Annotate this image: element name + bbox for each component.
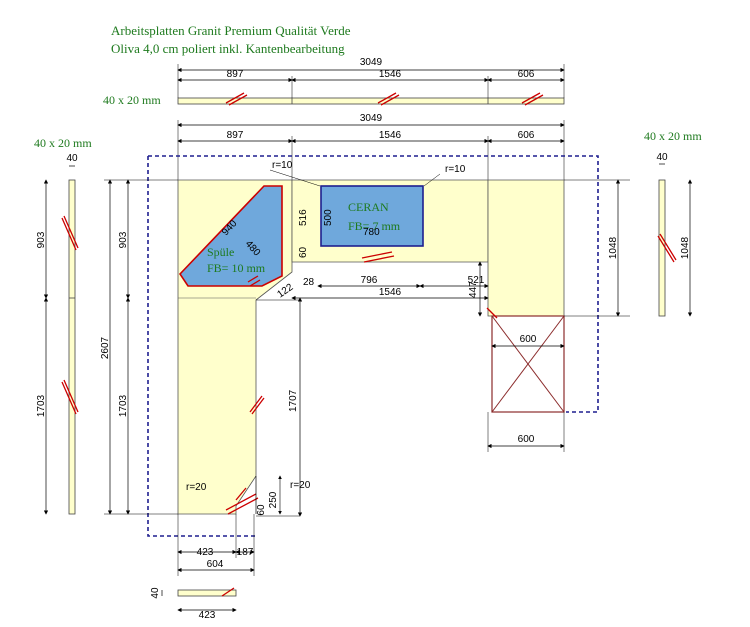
top-dim-b: 1546 — [379, 69, 402, 80]
ceran-fb-label: FB= 7 mm — [348, 219, 401, 233]
bottom-corner: r=20 r=20 250 60 — [186, 475, 311, 517]
left-strip-group: 40 x 20 mm 40 903 1703 — [34, 136, 92, 515]
title-line-2: Oliva 4,0 cm poliert inkl. Kantenbearbei… — [111, 41, 345, 56]
top-strip-size-label: 40 x 20 mm — [103, 93, 161, 107]
ceran-shape — [320, 185, 424, 247]
top-dim-total: 3049 — [360, 57, 383, 68]
drawing-title: Arbeitsplatten Granit Premium Qualität V… — [111, 22, 350, 58]
cut-marks — [247, 251, 498, 415]
dim-1546: 1546 — [379, 287, 402, 298]
right-strip-group: 40 x 20 mm 40 1048 1048 — [564, 129, 702, 317]
ceran-cutout: CERAN FB= 7 mm 780 500 516 60 r=10 r=10 — [269, 160, 466, 258]
small-strip-height: 40 — [150, 587, 161, 599]
top-dim-c: 606 — [518, 69, 535, 80]
dim-1707: 1707 — [288, 389, 299, 412]
left-strip-width: 40 — [66, 153, 78, 164]
dim-60b: 60 — [256, 504, 267, 516]
right-strip — [658, 179, 666, 317]
small-strip-group: 40 423 — [150, 587, 237, 621]
main-dim-total: 3049 — [360, 113, 383, 124]
right-strip-size-label: 40 x 20 mm — [644, 129, 702, 143]
left-dim-upper: 903 — [118, 231, 129, 248]
dim-122: 122 — [275, 282, 295, 301]
left-strip-lower: 1703 — [36, 394, 47, 417]
left-strip-upper: 903 — [36, 231, 47, 248]
ceran-60: 60 — [298, 246, 309, 258]
top-dim-a: 897 — [227, 69, 244, 80]
sink-fb-label: FB= 10 mm — [207, 261, 266, 275]
left-strip-size-label: 40 x 20 mm — [34, 136, 92, 150]
main-dim-b: 1546 — [379, 130, 402, 141]
title-line-1: Arbeitsplatten Granit Premium Qualität V… — [111, 23, 351, 38]
radius-bottom-left: r=20 — [186, 482, 207, 493]
cabinet-dim-bottom: 600 — [518, 434, 535, 445]
radius-left: r=10 — [272, 160, 293, 171]
small-strip-width: 423 — [199, 610, 216, 621]
left-dim-lower: 1703 — [118, 394, 129, 417]
dim-796: 796 — [361, 275, 378, 286]
dim-521: 521 — [468, 275, 485, 286]
cabinet-box: 600 600 — [487, 315, 565, 452]
small-strip — [177, 589, 237, 597]
left-strip — [68, 179, 76, 515]
sink-shape — [178, 185, 283, 287]
right-dim-height: 1048 — [608, 236, 619, 259]
bottom-dims: 423 187 604 — [177, 514, 255, 576]
bottom-dim-187: 187 — [237, 547, 254, 558]
ceran-depth: 500 — [323, 209, 334, 226]
left-dim-total: 2607 — [100, 336, 111, 359]
cabinet-dim-top: 600 — [520, 334, 537, 345]
main-dim-c: 606 — [518, 130, 535, 141]
main-top-dims: 3049 897 1546 606 — [177, 113, 565, 180]
slab-right — [487, 179, 565, 317]
top-strip — [177, 97, 565, 105]
right-strip-width: 40 — [656, 152, 668, 163]
main-dim-a: 897 — [227, 130, 244, 141]
ceran-label: CERAN — [348, 200, 389, 214]
bottom-dim-423: 423 — [197, 547, 214, 558]
sink-label: Spüle — [207, 245, 234, 259]
right-strip-height: 1048 — [680, 236, 691, 259]
ceran-depth-outer: 516 — [298, 209, 309, 226]
top-strip-group: 40 x 20 mm 3049 897 1546 606 — [103, 57, 565, 107]
radius-right: r=10 — [445, 164, 466, 175]
middle-dims: 796 521 1546 28 122 447 1707 — [256, 261, 489, 517]
dim-447: 447 — [468, 281, 479, 298]
dim-250: 250 — [268, 491, 279, 508]
left-dims: 903 1703 2607 — [100, 179, 178, 515]
dim-28: 28 — [303, 277, 315, 288]
radius-bottom-right: r=20 — [290, 480, 311, 491]
kitchen-outline — [147, 155, 599, 537]
ceran-width: 780 — [363, 227, 380, 238]
bottom-dim-604: 604 — [207, 559, 224, 570]
